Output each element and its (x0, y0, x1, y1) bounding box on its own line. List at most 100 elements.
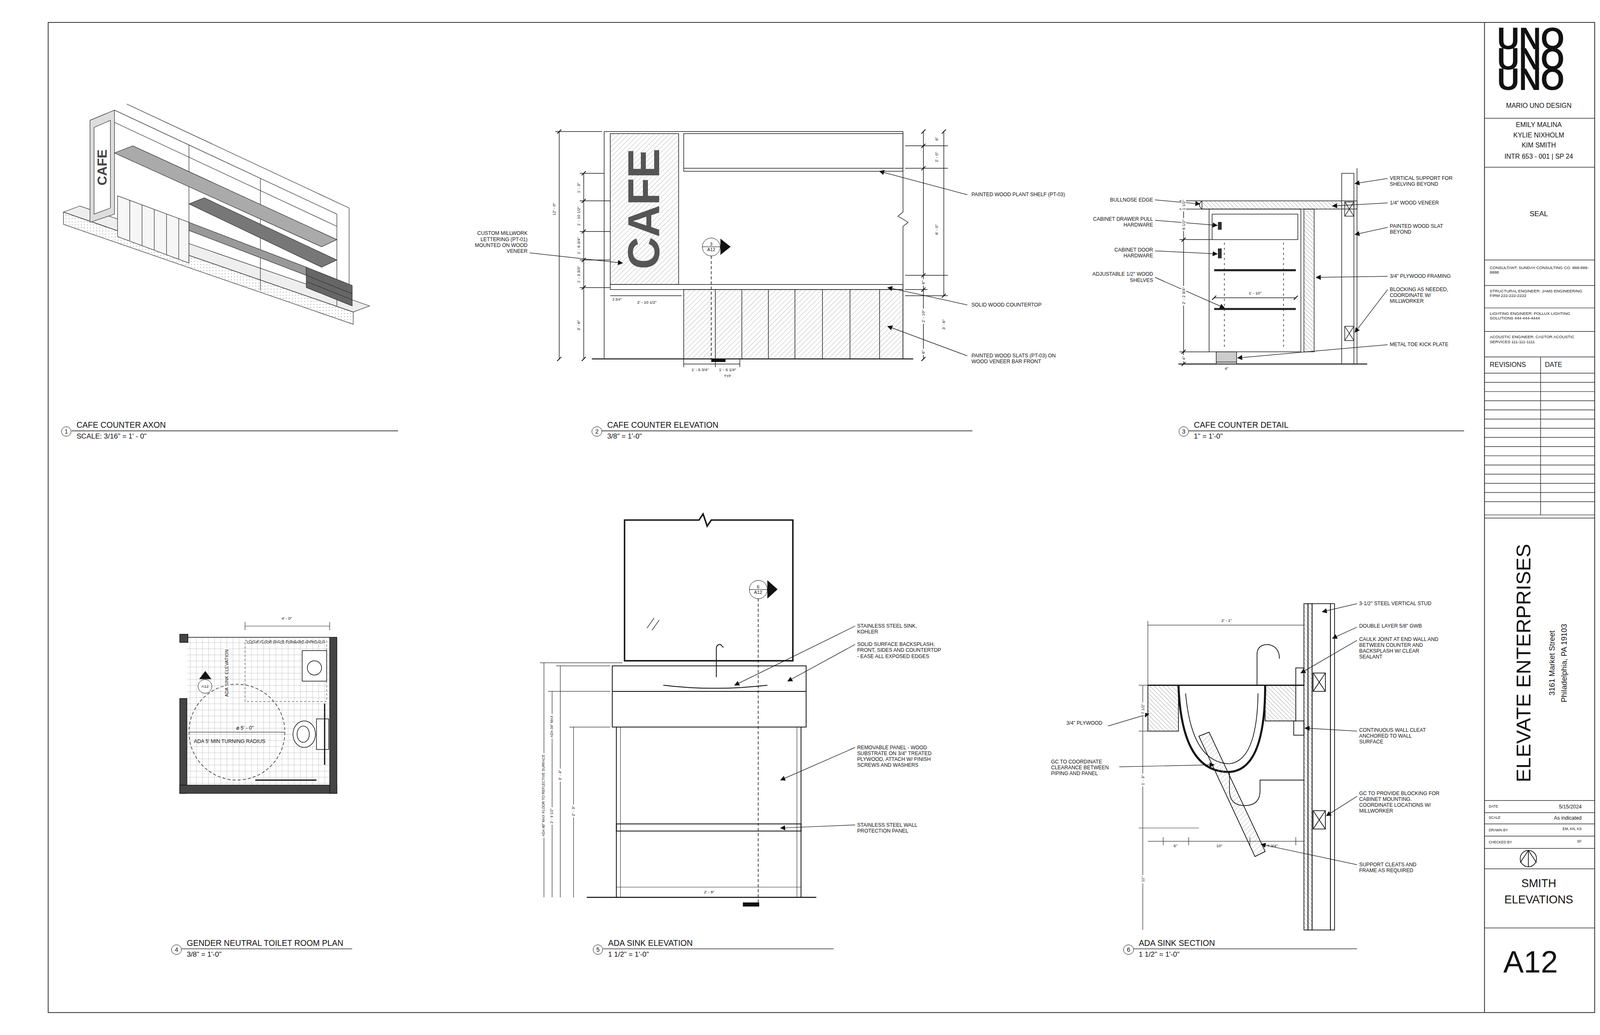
callout-text: 1 (64, 428, 68, 435)
annotation-text: INTR 653 - 001 | SP 24 (1504, 152, 1574, 161)
dimension-text: 2' - 3" (571, 804, 576, 818)
drawing-number-circle: 4 (171, 945, 182, 955)
dimension-text: 7 1/2" (1140, 702, 1145, 716)
annotation-text: ADA 5' MIN TURNING RADIUS (193, 738, 265, 745)
drawing-number-circle: 5 (592, 945, 603, 955)
annotation-text: 3 3/4" (612, 297, 622, 303)
annotation-text: GC TO COORDINATE CLEARANCE BETWEEN PIPIN… (1050, 759, 1118, 777)
annotation-text: SUPPORT CLEATS AND FRAME AS REQUIRED (1359, 862, 1431, 874)
dimension-text: 2' - 2 3/4" (1181, 286, 1186, 306)
dimension-text: 11" (1140, 875, 1145, 884)
annotation-text: 6" (1173, 843, 1178, 849)
annotation-text: ø 5' - 0" (236, 725, 254, 732)
callout-text: 3 (1182, 428, 1186, 435)
annotation-text: 3/4" PLYWOOD (1066, 720, 1103, 727)
dimension-text: 2' - 0" (934, 150, 940, 164)
annotation-text: 10" (1216, 843, 1223, 849)
annotation-text: CONSULTANT: SUNDAY CONSULTING CO. 888-88… (1490, 265, 1593, 275)
annotation-text: 2' - 10 1/2" (637, 300, 657, 305)
annotation-text: STRUCTURAL ENGINEER: JAMS ENGINEERING FI… (1490, 288, 1593, 299)
callout-text: 4 (175, 946, 179, 954)
annotation-text: UNO (1497, 63, 1564, 96)
annotation-text: SOLID SURFACE BACKSPLASH, FRONT, SIDES A… (857, 641, 944, 660)
annotation-text: SOLID WOOD COUNTERTOP (971, 302, 1042, 308)
annotation-text: 1" = 1'-0" (1193, 432, 1223, 441)
callout-text: A12 (201, 684, 209, 690)
dimension-text: 3' - 4" (557, 769, 563, 783)
annotation-text: CAULK JOINT AT END WALL AND BETWEEN COUN… (1359, 636, 1441, 660)
annotation-text: BLOCKING AS NEEDED, COORDINATE W/ MILLWO… (1390, 286, 1457, 305)
dimension-text: 6 1/2" (1181, 217, 1186, 231)
annotation-text: PAINTED WOOD SLATS (PT-03) ON WOOD VENEE… (971, 352, 1074, 365)
dimension-text: ADA SINK ELEVATION (223, 648, 230, 699)
dimension-text: 1 1/2" (1181, 198, 1186, 212)
annotation-text: STAINLESS STEEL SINK, KOHLER (857, 623, 939, 635)
callout-text: 2 (595, 428, 599, 435)
annotation-text: DOUBLE LAYER 5/8" GWB (1359, 623, 1422, 630)
annotation-text: MARIO UNO DESIGN (1505, 102, 1572, 110)
annotation-text: VERTICAL SUPPORT FOR SHELVING BEYOND (1390, 175, 1467, 188)
annotation-text: CONTINUOUS WALL CLEAT ANCHORED TO WALL S… (1359, 727, 1436, 745)
annotation-text: ACOUSTIC ENGINEER: CASTOR ACOUSTIC SERVI… (1490, 334, 1593, 345)
dimension-text: 3' - 6" (941, 317, 947, 331)
annotation-text: CUSTOM MILLWORK LETTERING (PT-01) MOUNTE… (464, 230, 528, 254)
drawing-number-circle: 3 (1178, 426, 1189, 437)
callout-text: A12 (749, 589, 768, 595)
annotation-text: 1' - 6 3/4" (691, 367, 709, 373)
section-marker: 6A12 (749, 580, 768, 599)
drawing-number-circle: 1 (61, 426, 72, 437)
dimension-text: ADA 40" MAX FLOOR TO REFLECTIVE SURFACE (541, 753, 546, 839)
dimension-text: CAFE (620, 148, 668, 270)
annotation-text: GC TO PROVIDE BLOCKING FOR CABINET MOUNT… (1359, 790, 1441, 815)
annotation-text: ADA SINK ELEVATION (608, 938, 693, 949)
annotation-text: CABINET DRAWER PULL HARDWARE (1083, 216, 1154, 228)
drawing-number-circle: 6 (1123, 945, 1134, 955)
annotation-text: 1 1/2" = 1'-0" (1138, 950, 1180, 960)
annotation-text: GENDER NEUTRAL TOILET ROOM PLAN (186, 938, 344, 949)
annotation-text: REMOVABLE PANEL - WOOD SUBSTRATE ON 3/4"… (857, 745, 939, 769)
annotation-text: A12 (1503, 945, 1558, 980)
annotation-text: As indicated (1553, 815, 1582, 822)
callout-text: 6 (1126, 946, 1130, 954)
annotation-text: 3/8" = 1'-0" (186, 950, 222, 960)
callout-text: 5 (596, 946, 600, 954)
dimension-text: 6" (921, 279, 926, 286)
annotation-text: 3/8" = 1'-0" (607, 432, 643, 441)
annotation-text: PAINTED WOOD SLAT BEYOND (1390, 223, 1452, 235)
annotation-text: ELEVATIONS (1504, 893, 1574, 907)
annotation-text: TYP (724, 374, 732, 379)
annotation-text: PAINTED WOOD PLANT SHELF (PT-03) (971, 191, 1065, 198)
annotation-text: SCALE (1488, 816, 1501, 821)
annotation-text: SCALE: 3/16" = 1' - 0" (76, 432, 147, 441)
annotation-text: CAFE COUNTER DETAIL (1193, 420, 1289, 430)
dimension-text: 6' - 0" (934, 223, 940, 237)
drawing-number-circle: 2 (591, 426, 602, 437)
annotation-text: SEAL (1529, 210, 1548, 219)
dimension-text: CAFE (94, 149, 110, 186)
annotation-text: 1/4" WOOD VENEER (1390, 200, 1440, 206)
dimension-text: 1' - 3" (576, 181, 581, 195)
dimension-text: Philadelphia, PA 19103 (1560, 624, 1569, 703)
annotation-text: 4' - 0" (281, 616, 293, 621)
dimension-text: 2' - 9 1/2" (550, 807, 555, 825)
annotation-text: METAL TOE KICK PLATE (1390, 341, 1449, 348)
dimension-text: 4" (1181, 355, 1186, 362)
annotation-text: ADA SINK SECTION (1138, 938, 1215, 949)
dimension-text: 3161 Market Street (1547, 630, 1557, 696)
annotation-text: 1' - 10" (1248, 290, 1262, 296)
annotation-text: CABINET DOOR HARDWARE (1091, 247, 1153, 259)
dimension-text: 2' - 10" (921, 308, 926, 324)
dimension-text: 3' - 6" (576, 319, 581, 333)
annotation-text: DRAWN BY (1488, 828, 1508, 833)
dimension-text: ELEVATE ENTERPRISES (1511, 544, 1535, 783)
annotation-text: DATE (1488, 805, 1498, 810)
annotation-text: CAFE COUNTER AXON (76, 420, 166, 430)
annotation-text: ADJUSTABLE 1/2" WOOD SHELVES (1091, 271, 1153, 283)
annotation-text: CLEAR FLOOR SPACE FORWARD APPROACH (246, 640, 325, 645)
annotation-text: LIGHTING ENGINEER: POLLUX LIGHTING SOLUT… (1490, 311, 1593, 321)
dimension-text: 1' - 6 3/4" (576, 236, 581, 256)
annotation-text: KYLIE NIXHOLM (1513, 131, 1565, 140)
annotation-text: 3-1/2" STEEL VERTICAL STUD (1359, 600, 1436, 607)
annotation-text: 1' - 6 1/4" (718, 367, 736, 373)
